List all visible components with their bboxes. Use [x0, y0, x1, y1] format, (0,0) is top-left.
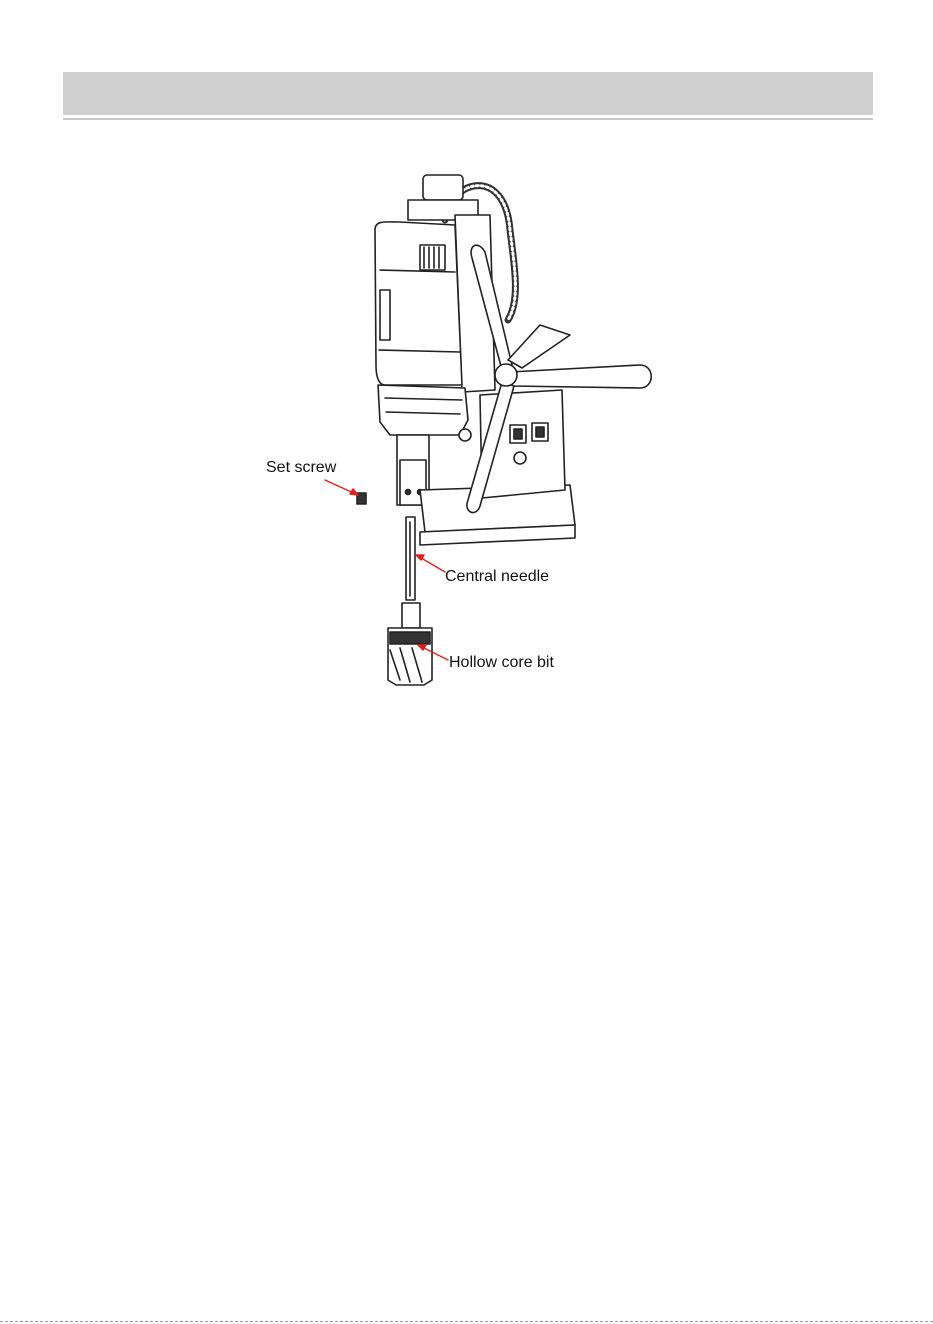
callout-set-screw: Set screw	[266, 459, 336, 477]
gear-head	[378, 385, 468, 435]
feed-handle-back	[508, 325, 570, 368]
magnetic-drill-exploded-icon	[240, 160, 700, 700]
feed-hub	[495, 364, 517, 386]
section-header-bar	[63, 72, 873, 115]
indicator-knob	[514, 452, 526, 464]
footer-divider	[0, 1321, 933, 1322]
header-divider	[63, 118, 873, 120]
feed-handle-right	[510, 365, 651, 388]
hollow-core-bit-shank	[402, 603, 420, 628]
motor-cap	[423, 175, 463, 200]
callout-hollow-core-bit: Hollow core bit	[449, 654, 554, 672]
drill-assembly-figure	[240, 160, 700, 700]
callout-central-needle: Central needle	[445, 568, 549, 586]
